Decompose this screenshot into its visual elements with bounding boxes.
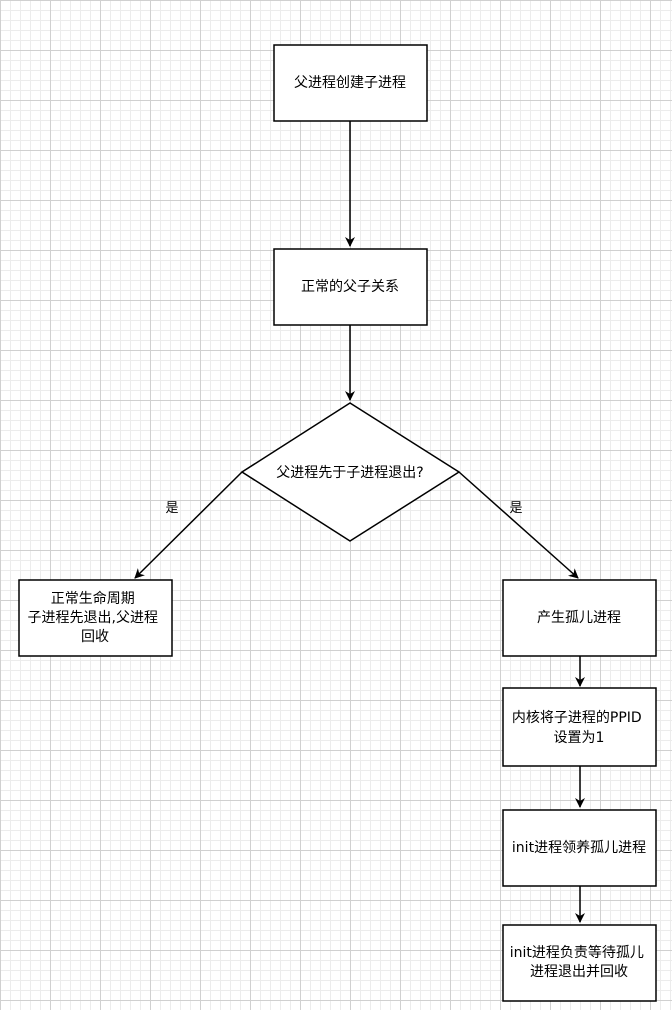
node-kernel-sets-ppid[interactable]: 内核将子进程的PPID 设置为1: [502, 687, 657, 767]
svg-text:init进程负责等待孤儿 进程退出并回收: init进程负责等待孤儿 进程退出并回收: [510, 944, 649, 980]
node-text-line: init进程领养孤儿进程: [512, 840, 646, 856]
node-parent-creates-child[interactable]: 父进程创建子进程: [273, 44, 428, 122]
node-text-line: 父进程先于子进程退出?: [276, 465, 423, 481]
svg-text:init进程领养孤儿进程: init进程领养孤儿进程: [512, 840, 646, 856]
node-text-line: 子进程先退出,父进程: [28, 610, 158, 626]
node-text-line: init进程负责等待孤儿: [510, 944, 644, 961]
svg-text:父进程先于子进程退出?: 父进程先于子进程退出?: [276, 465, 423, 481]
node-orphan-created[interactable]: 产生孤儿进程: [502, 579, 657, 657]
svg-text:正常生命周期 子进程先退出,父进程: 正常生命周期 子进程先退出,父进程 回收: [28, 590, 163, 645]
edge-decision-to-orphan: [458, 471, 579, 579]
node-text-line: 父进程创建子进程: [294, 75, 406, 91]
node-text-line: 正常的父子关系: [301, 279, 399, 295]
node-text-line: 进程退出并回收: [530, 964, 628, 980]
node-text-line: 回收: [81, 629, 109, 645]
node-text-line: 设置为1: [554, 730, 605, 746]
edge-decision-to-normal-lifecycle: [134, 471, 243, 579]
edge-label-yes-right: 是: [509, 501, 522, 516]
svg-text:父进程创建子进程: 父进程创建子进程: [294, 75, 406, 91]
node-normal-relation[interactable]: 正常的父子关系: [273, 248, 428, 326]
node-decision[interactable]: 父进程先于子进程退出?: [240, 402, 461, 542]
svg-text:产生孤儿进程: 产生孤儿进程: [537, 610, 621, 626]
node-text-line: 正常生命周期: [51, 590, 135, 607]
svg-text:正常的父子关系: 正常的父子关系: [301, 279, 399, 295]
svg-text:内核将子进程的PPID 设置为1: 内核将子进程的PPID 设置为1: [512, 710, 646, 746]
edge-label-yes-left: 是: [165, 501, 178, 516]
node-normal-lifecycle[interactable]: 正常生命周期 子进程先退出,父进程 回收: [18, 579, 173, 657]
node-text-line: 内核将子进程的PPID: [512, 710, 642, 726]
node-init-reaps[interactable]: init进程负责等待孤儿 进程退出并回收: [502, 924, 657, 1002]
node-init-adopts[interactable]: init进程领养孤儿进程: [502, 809, 657, 887]
node-text-line: 产生孤儿进程: [537, 610, 621, 626]
